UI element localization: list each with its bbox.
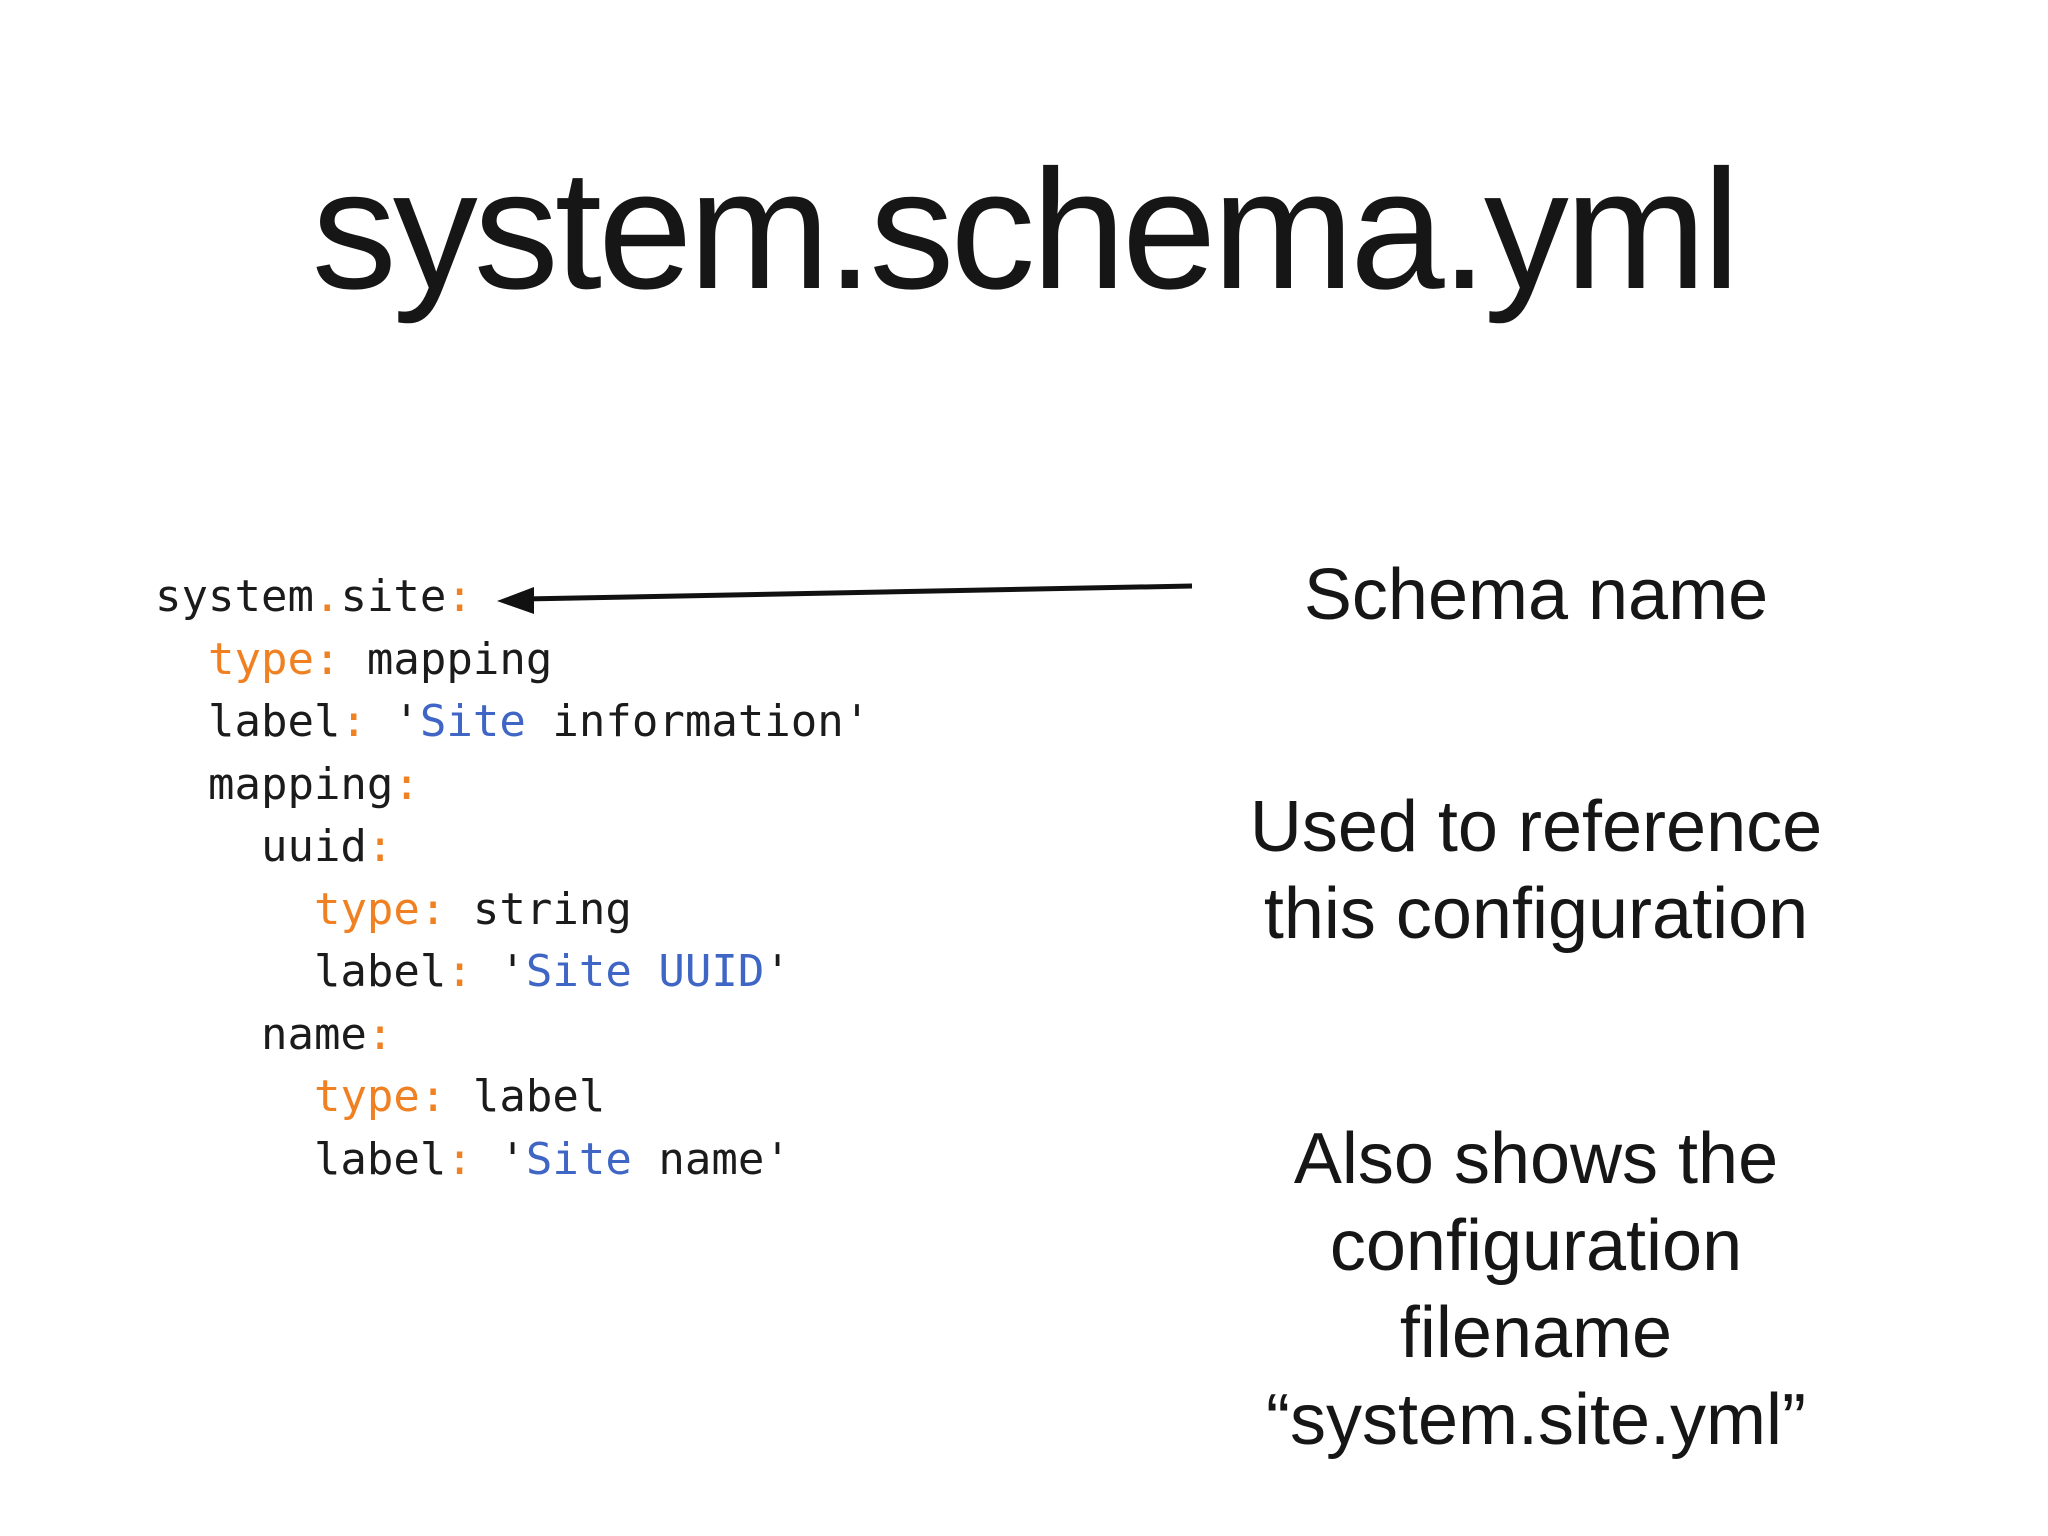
annotation-schema-name: Schema name — [1303, 555, 1769, 635]
code-token: : — [446, 1133, 473, 1185]
code-line: mapping: — [155, 754, 870, 817]
code-token: ' — [472, 946, 526, 997]
code-token: label — [155, 696, 341, 747]
code-token: information' — [525, 696, 871, 747]
annotation-filename-note: Also shows the configuration filename “s… — [1266, 1119, 1806, 1460]
code-token: Site — [419, 696, 526, 747]
code-line: type: string — [155, 879, 870, 942]
code-token: : — [366, 1008, 394, 1060]
code-line: label: 'Site name' — [155, 1129, 870, 1192]
code-token: type: — [207, 633, 341, 685]
code-token: label — [446, 1071, 606, 1122]
page-title: system.schema.yml — [311, 135, 1740, 325]
code-line: label: 'Site UUID' — [155, 941, 870, 1004]
code-token: mapping — [340, 633, 553, 685]
code-token: : — [366, 821, 394, 872]
code-line: type: label — [155, 1066, 870, 1129]
code-token: : — [446, 946, 473, 997]
code-token: : — [340, 696, 367, 747]
code-line: name: — [155, 1004, 870, 1067]
code-token: name' — [631, 1133, 791, 1185]
code-token: Site UUID — [525, 946, 765, 997]
code-line: uuid: — [155, 816, 870, 879]
code-token: ' — [472, 1133, 526, 1185]
code-token: label — [155, 1133, 447, 1185]
code-token: string — [446, 883, 632, 935]
code-token: system — [155, 571, 314, 622]
code-line: type: mapping — [155, 629, 870, 692]
code-token: name — [155, 1008, 367, 1060]
code-line: system.site: — [155, 566, 870, 629]
annotation-reference-note: Used to reference this configuration — [1249, 787, 1823, 954]
yaml-code-block: system.site: type: mapping label: 'Site … — [155, 566, 870, 1191]
code-token: ' — [366, 696, 420, 747]
code-token: type: — [313, 883, 447, 935]
code-token: label — [155, 946, 447, 997]
code-token: type: — [313, 1071, 447, 1122]
code-token: site — [340, 571, 447, 622]
code-token: : — [393, 758, 420, 810]
code-token: mapping — [155, 758, 394, 810]
code-line: label: 'Site information' — [155, 691, 870, 754]
code-token: . — [313, 571, 341, 622]
code-token — [155, 634, 208, 685]
code-token: uuid — [155, 821, 367, 872]
code-token: Site — [525, 1133, 632, 1185]
code-token: ' — [764, 946, 791, 997]
code-token: : — [446, 571, 473, 622]
code-token — [155, 884, 314, 935]
code-token — [155, 1071, 314, 1122]
